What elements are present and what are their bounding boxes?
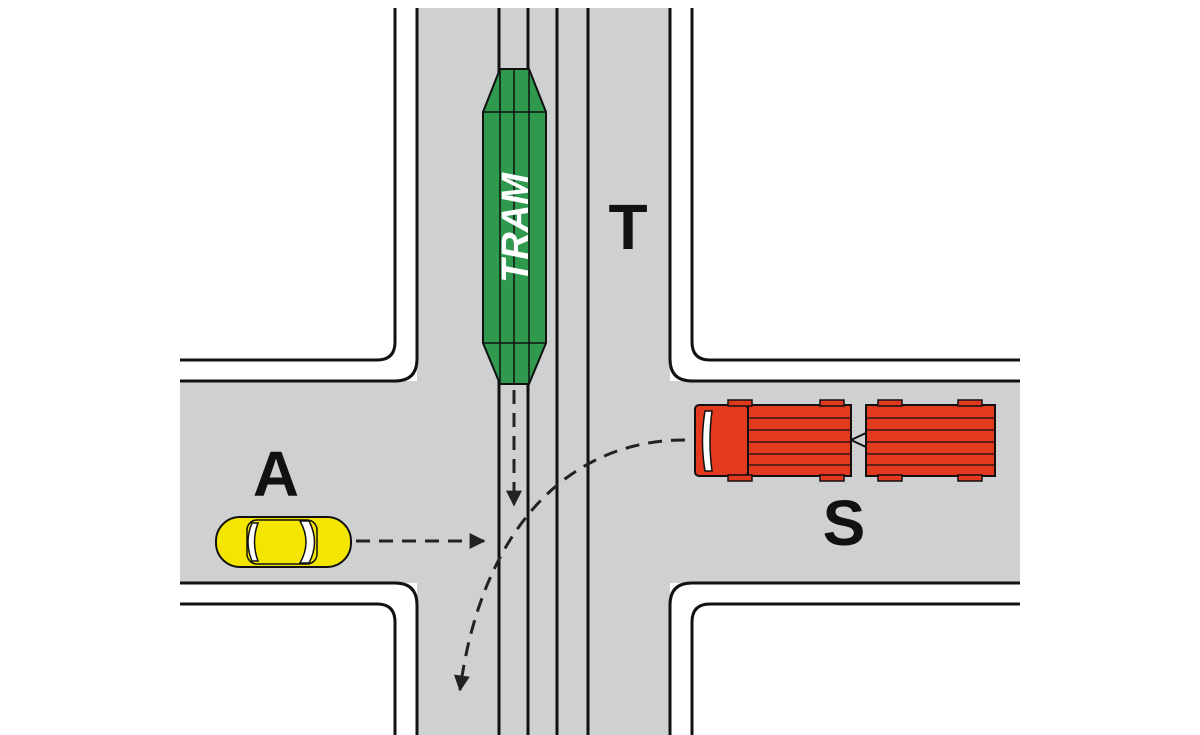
truck-path-arrow (453, 438, 686, 692)
truck-s (694, 399, 996, 482)
truck-windshield (701, 410, 713, 472)
car-windshield (298, 520, 316, 564)
truck-cargo (747, 404, 852, 477)
truck-cargo-slats (748, 417, 851, 466)
tram-vehicle: TRAM (482, 68, 547, 385)
truck-wheels (727, 399, 983, 482)
curb-top-left-outer (180, 8, 397, 362)
movement-paths (356, 390, 686, 692)
curb-bottom-right-outer (690, 602, 1020, 735)
car-label: A (253, 438, 299, 510)
curb-top-right-outer (690, 8, 1020, 362)
truck-label: S (823, 487, 866, 559)
car-rear-window (247, 522, 260, 562)
car-roof (246, 519, 318, 565)
tram-vehicle-label: T (608, 191, 647, 263)
trailer-body (865, 404, 996, 477)
car-a (215, 516, 352, 568)
curb-top-left-inner (180, 8, 419, 383)
curb-bottom-left-outer (180, 602, 397, 735)
curbs (180, 8, 1020, 735)
truck-hitch (850, 432, 867, 448)
curb-bottom-right-inner (668, 581, 1020, 735)
tram-label: TRAM (495, 172, 537, 283)
curb-top-right-inner (668, 8, 1020, 383)
road-surface (180, 8, 1020, 735)
trailer-slats (866, 417, 995, 466)
curb-bottom-left-inner (180, 581, 419, 735)
